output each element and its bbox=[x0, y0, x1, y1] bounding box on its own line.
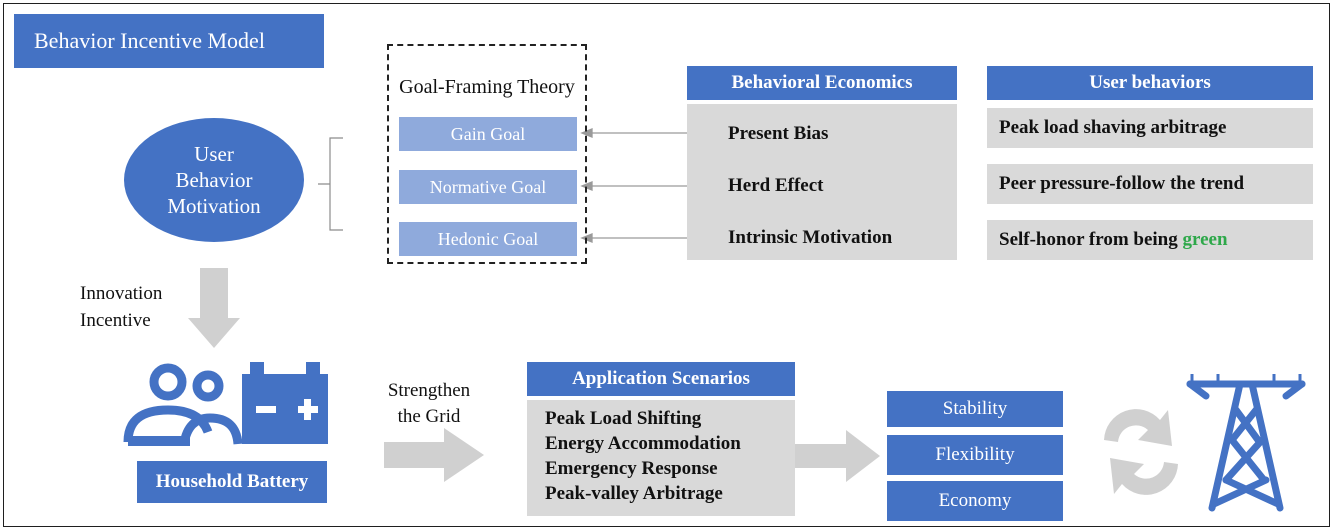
scenario-item: Peak Load Shifting bbox=[545, 408, 702, 429]
behavioral-economics-header: Behavioral Economics bbox=[687, 66, 957, 100]
user-behaviors-header-text: User behaviors bbox=[1089, 72, 1211, 93]
economy-box: Economy bbox=[887, 481, 1063, 521]
household-battery-text: Household Battery bbox=[155, 471, 309, 492]
goal-framing-box bbox=[387, 44, 587, 264]
application-scenarios-header-text: Application Scenarios bbox=[572, 368, 750, 389]
hedonic-goal-box: Hedonic Goal bbox=[399, 222, 577, 256]
user-behavior-motivation: User Behavior Motivation bbox=[124, 118, 304, 242]
intrinsic-motivation-text: Intrinsic Motivation bbox=[728, 227, 893, 248]
normative-goal-label: Normative Goal bbox=[429, 176, 547, 197]
people-icon bbox=[123, 363, 243, 445]
diagram-title: Behavior Incentive Model bbox=[14, 14, 324, 68]
herd-effect-text: Herd Effect bbox=[728, 175, 824, 196]
behavioral-economics-panel bbox=[687, 104, 957, 260]
diagram-title-text: Behavior Incentive Model bbox=[34, 28, 265, 53]
intrinsic-motivation-item: Intrinsic Motivation bbox=[728, 227, 892, 249]
economy-text: Economy bbox=[938, 490, 1012, 511]
down-arrow bbox=[188, 268, 240, 348]
innovation-incentive-line2: Incentive bbox=[80, 310, 151, 331]
application-scenarios-header: Application Scenarios bbox=[527, 362, 795, 396]
strengthen-grid-line2: the Grid bbox=[397, 406, 461, 427]
behavioral-economics-header-text: Behavioral Economics bbox=[731, 72, 913, 93]
people-icon-base bbox=[128, 436, 190, 446]
application-scenarios-panel: Peak Load Shifting Energy Accommodation … bbox=[527, 400, 795, 516]
stability-box: Stability bbox=[887, 389, 1063, 429]
user-behavior-item-3: Self-honor from being green bbox=[987, 220, 1313, 260]
benefits-arrow bbox=[784, 430, 880, 482]
user-behavior-1-text: Peak load shaving arbitrage bbox=[999, 117, 1227, 138]
gain-goal-box: Gain Goal bbox=[399, 117, 577, 151]
user-behavior-item-1: Peak load shaving arbitrage bbox=[987, 108, 1313, 148]
strengthen-grid-line1: Strengthen bbox=[387, 380, 471, 401]
herd-effect-item: Herd Effect bbox=[728, 175, 823, 197]
normative-goal-box: Normative Goal bbox=[399, 170, 577, 204]
innovation-incentive-line1: Innovation bbox=[80, 283, 163, 304]
flexibility-box: Flexibility bbox=[887, 435, 1063, 475]
strengthen-grid-label: Strengthen the Grid bbox=[383, 378, 475, 430]
gain-goal-label: Gain Goal bbox=[450, 123, 526, 144]
user-behaviors-header: User behaviors bbox=[987, 66, 1313, 100]
green-highlight-text: green bbox=[1182, 229, 1228, 250]
goal-bracket bbox=[318, 137, 343, 231]
diagram-frame bbox=[3, 3, 1330, 527]
innovation-incentive-label: Innovation Incentive bbox=[80, 280, 162, 334]
scenario-item: Energy Accommodation bbox=[545, 433, 741, 454]
refresh-icon bbox=[1104, 409, 1178, 495]
scenario-item: Emergency Response bbox=[545, 458, 718, 479]
present-bias-text: Present Bias bbox=[728, 123, 829, 144]
user-behavior-2-text: Peer pressure-follow the trend bbox=[999, 173, 1245, 194]
hedonic-goal-label: Hedonic Goal bbox=[437, 228, 539, 249]
motivation-text: User Behavior Motivation bbox=[167, 142, 261, 218]
strengthen-arrow bbox=[384, 428, 484, 482]
battery-icon bbox=[242, 362, 328, 444]
present-bias-item: Present Bias bbox=[728, 123, 828, 145]
user-behavior-item-2: Peer pressure-follow the trend bbox=[987, 164, 1313, 204]
transmission-tower-icon bbox=[1186, 380, 1306, 512]
goal-framing-title-text: Goal-Framing Theory bbox=[399, 76, 575, 98]
household-battery-box: Household Battery bbox=[137, 461, 327, 503]
flexibility-text: Flexibility bbox=[935, 444, 1015, 465]
stability-text: Stability bbox=[942, 398, 1008, 419]
goal-framing-title: Goal-Framing Theory bbox=[395, 58, 579, 116]
scenario-item: Peak-valley Arbitrage bbox=[545, 483, 723, 504]
user-behavior-3-text: Self-honor from being bbox=[999, 229, 1183, 250]
tower-insulators bbox=[1190, 374, 1302, 384]
